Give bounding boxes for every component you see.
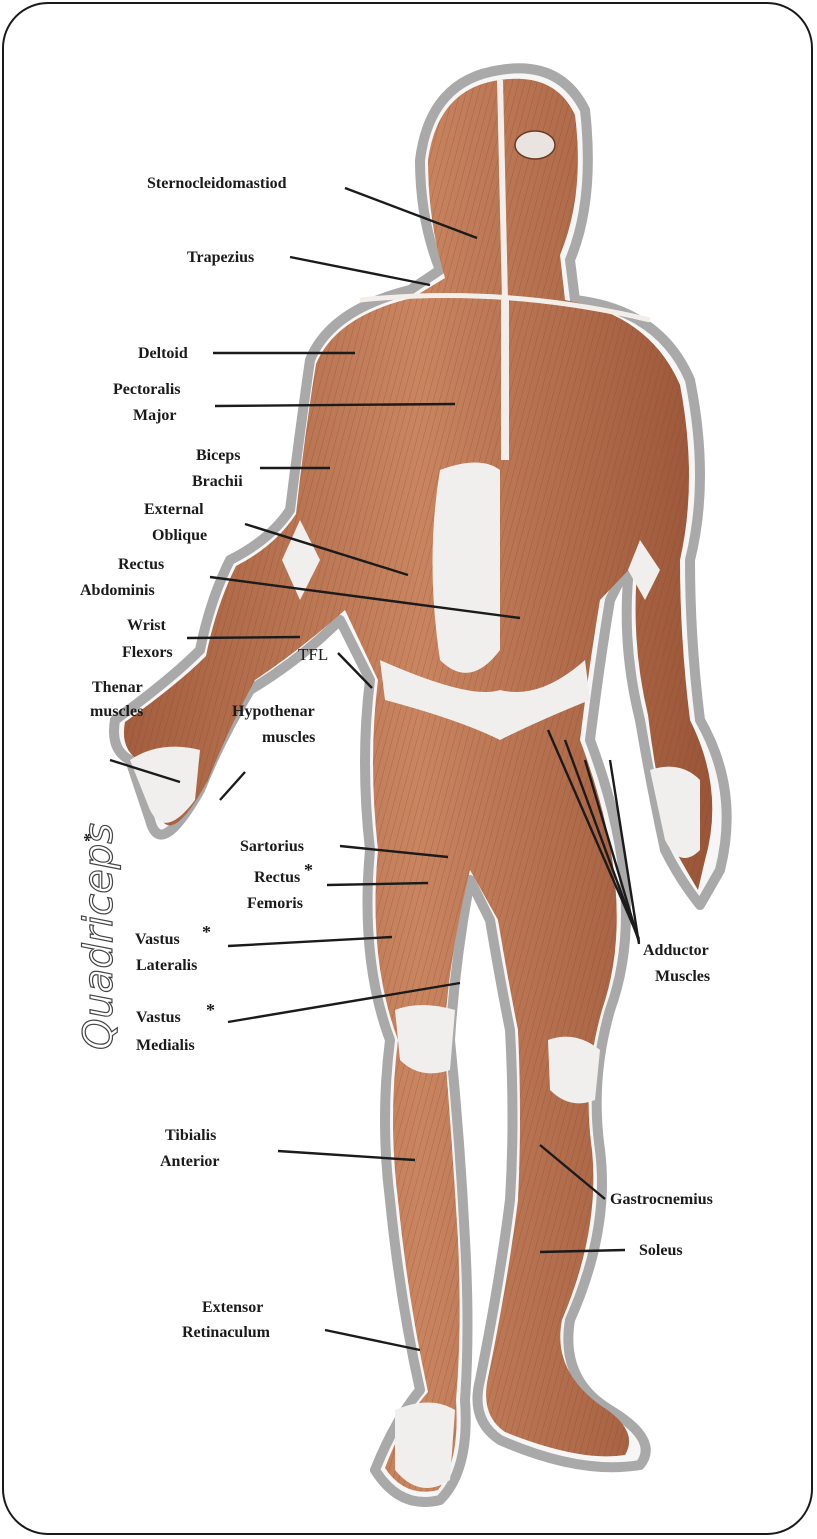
label-sartorius: Sartorius	[240, 838, 304, 855]
label-thenar-1: Thenar	[92, 679, 143, 696]
label-tibialis-1: Tibialis	[165, 1127, 216, 1144]
asterisk-rectus-femoris: *	[304, 860, 313, 880]
label-rectus-fem-1: Rectus	[254, 869, 300, 886]
label-external-2: Oblique	[152, 527, 207, 544]
label-vastus-med-1: Vastus	[136, 1009, 181, 1026]
label-quadriceps: Quadriceps	[76, 823, 122, 1050]
label-external-1: External	[144, 501, 204, 518]
label-rectus-fem-2: Femoris	[247, 895, 303, 912]
label-trapezius: Trapezius	[187, 249, 254, 266]
label-sternocleidomastiod: Sternocleidomastiod	[147, 175, 287, 192]
label-biceps-1: Biceps	[196, 447, 240, 464]
label-vastus-med-2: Medialis	[136, 1037, 195, 1054]
label-deltoid: Deltoid	[138, 345, 188, 362]
label-vastus-lat-2: Lateralis	[136, 957, 197, 974]
label-extensor-2: Retinaculum	[182, 1324, 271, 1341]
label-pectoralis-1: Pectoralis	[113, 381, 181, 398]
label-hypothenar-1: Hypothenar	[232, 703, 315, 720]
label-wrist-1: Wrist	[127, 617, 166, 634]
label-extensor-1: Extensor	[202, 1299, 263, 1316]
label-adductor-1: Adductor	[643, 942, 709, 959]
label-rectus-abd-1: Rectus	[118, 556, 164, 573]
label-thenar-2: muscles	[90, 703, 143, 720]
label-vastus-lat-1: Vastus	[135, 931, 180, 948]
label-gastrocnemius: Gastrocnemius	[610, 1191, 713, 1208]
label-rectus-abd-2: Abdominis	[80, 582, 155, 599]
label-pectoralis-2: Major	[133, 407, 177, 424]
label-biceps-2: Brachii	[192, 473, 243, 490]
quadriceps-group-label: Quadriceps	[76, 823, 122, 1050]
asterisk-quadriceps: *	[80, 833, 100, 842]
label-adductor-2: Muscles	[655, 968, 710, 985]
label-soleus: Soleus	[639, 1242, 683, 1259]
asterisk-vastus-medialis: *	[206, 1000, 215, 1020]
asterisk-vastus-lateralis: *	[202, 922, 211, 942]
label-tibialis-2: Anterior	[160, 1153, 220, 1170]
label-hypothenar-2: muscles	[262, 729, 315, 746]
label-tfl: TFL	[298, 645, 328, 664]
label-wrist-2: Flexors	[122, 644, 173, 661]
